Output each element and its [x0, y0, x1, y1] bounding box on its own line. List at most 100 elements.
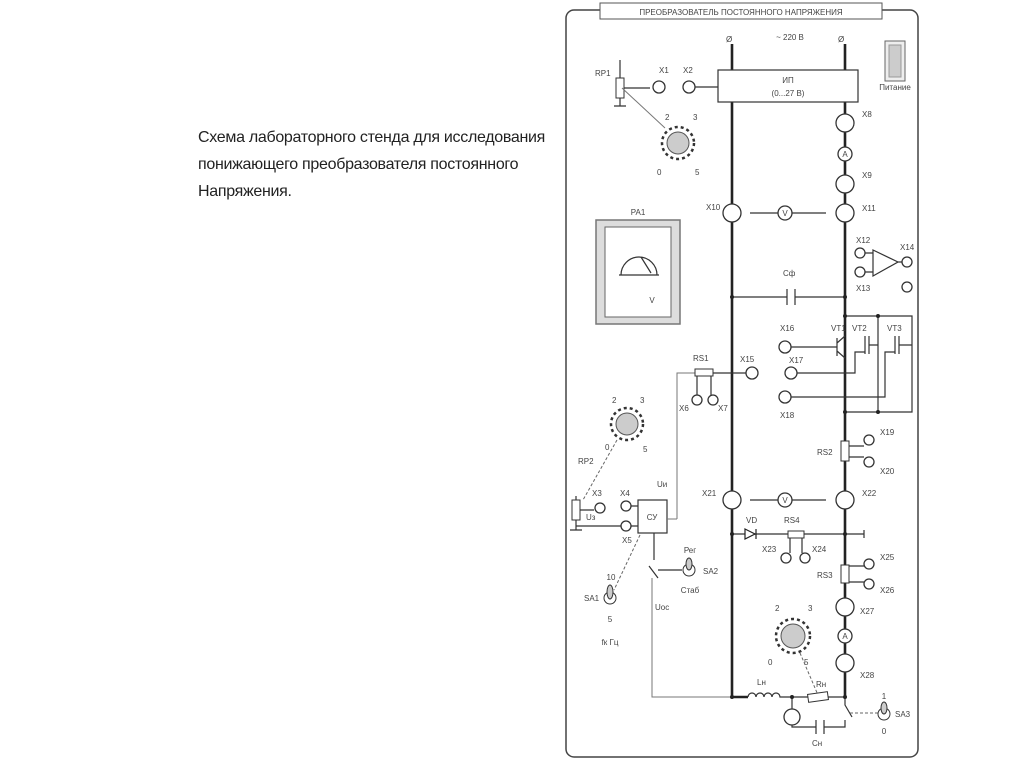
junction	[843, 410, 847, 414]
x2-label: X2	[683, 66, 693, 75]
junction	[843, 532, 847, 536]
jack-x3[interactable]	[594, 502, 606, 514]
knob-scale-label: 5	[643, 445, 648, 454]
terminal-icon: Ø	[838, 35, 844, 44]
capacitor-cf	[732, 289, 845, 305]
jack-x21[interactable]	[722, 490, 742, 510]
knob-scale-label: 0	[657, 168, 662, 177]
x4-label: X4	[620, 489, 630, 498]
panel-frame	[565, 9, 919, 758]
jack-x13[interactable]	[901, 281, 913, 293]
knob-scale-label: 0	[605, 443, 610, 452]
junction	[730, 695, 734, 699]
vd-label: VD	[746, 516, 757, 525]
jack-x9[interactable]	[835, 174, 855, 194]
x8-label: X8	[862, 110, 872, 119]
toggle-sa3[interactable]	[877, 701, 891, 721]
x10-label: X10	[706, 203, 721, 212]
knob-link	[799, 652, 819, 696]
jack-x20[interactable]	[863, 456, 875, 468]
capacitor-cn	[815, 720, 825, 734]
knob-rp2[interactable]	[609, 406, 645, 442]
jack-x25[interactable]	[863, 558, 875, 570]
junction	[876, 410, 880, 414]
jack-x4[interactable]	[620, 500, 632, 512]
psu-range: (0...27 В)	[772, 89, 805, 98]
ui-label: Uи	[657, 480, 667, 489]
toggle-sa1[interactable]	[603, 584, 617, 605]
power-switch-rocker	[888, 44, 902, 78]
jack-x2[interactable]	[682, 80, 696, 94]
load-jack[interactable]	[783, 708, 801, 726]
caption-line: Схема лабораторного стенда для исследова…	[198, 129, 546, 146]
x3-label: X3	[592, 489, 602, 498]
knob-rp1[interactable]	[660, 125, 696, 161]
jack-x26[interactable]	[863, 578, 875, 590]
sa3-bottom-label: 0	[882, 727, 887, 736]
jack-x19[interactable]	[863, 434, 875, 446]
pa1-scale	[619, 256, 659, 276]
sa1-link	[613, 534, 641, 591]
psu-name: ИП	[782, 76, 794, 85]
x11-label: X11	[862, 204, 876, 213]
rp2-label: RP2	[578, 457, 594, 466]
jack-x22[interactable]	[835, 490, 855, 510]
knob-scale-label: 2	[612, 396, 617, 405]
jack-x12b[interactable]	[854, 266, 866, 278]
rs1-label: RS1	[693, 354, 709, 363]
sa3-label: SA3	[895, 710, 911, 719]
jack-x17[interactable]	[784, 366, 798, 380]
jack-x18[interactable]	[778, 390, 792, 404]
jack-x6[interactable]	[691, 394, 703, 406]
jack-x14[interactable]	[901, 256, 913, 268]
toggle-sa2[interactable]	[682, 557, 696, 577]
x26-label: X26	[880, 586, 895, 595]
pa1-face	[604, 226, 672, 318]
wire	[789, 538, 803, 553]
jack-x5[interactable]	[620, 520, 632, 532]
jack-x24[interactable]	[799, 552, 811, 564]
knob-rn[interactable]	[774, 617, 812, 655]
knob-scale-label: 0	[768, 658, 773, 667]
vt2-label: VT2	[852, 324, 867, 333]
ammeter-label: A	[842, 150, 848, 159]
rn-resistor	[806, 691, 830, 703]
frequency-label: fк Гц	[602, 638, 619, 647]
wire	[576, 505, 682, 579]
jack-x10[interactable]	[722, 203, 742, 223]
jack-x23[interactable]	[780, 552, 792, 564]
knob-scale-label: 2	[775, 604, 780, 613]
vt1-label: VT1	[831, 324, 846, 333]
wire	[797, 351, 865, 374]
rp1-resistor	[615, 77, 625, 99]
pa1-label: PA1	[631, 208, 646, 217]
knob-scale-label: 5	[695, 168, 700, 177]
jack-x16[interactable]	[778, 340, 792, 354]
knob-scale-label: 3	[693, 113, 698, 122]
jack-x8[interactable]	[835, 113, 855, 133]
rs2-resistor	[840, 440, 850, 462]
caption-line: Напряжения.	[198, 183, 292, 200]
x12-label: X12	[856, 236, 871, 245]
jack-x15[interactable]	[745, 366, 759, 380]
rp1-link	[621, 87, 666, 129]
pa1-needle	[640, 256, 652, 274]
x5-label: X5	[622, 536, 632, 545]
junction	[843, 695, 847, 699]
feedback-wire	[651, 518, 732, 698]
rp1-wires	[614, 60, 650, 107]
x21-label: X21	[702, 489, 717, 498]
jack-x28[interactable]	[835, 653, 855, 673]
power-switch-label: Питание	[879, 83, 911, 92]
jack-x11[interactable]	[835, 203, 855, 223]
load-wiring	[747, 692, 853, 728]
diode-vd	[744, 528, 757, 540]
rs1-resistor	[694, 368, 714, 377]
jack-x7[interactable]	[707, 394, 719, 406]
voltmeter-icon	[777, 205, 793, 221]
jack-x27[interactable]	[835, 597, 855, 617]
knob-scale-label: 5	[804, 658, 809, 667]
jack-x1[interactable]	[652, 80, 666, 94]
jack-x12[interactable]	[854, 247, 866, 259]
x14-label: X14	[900, 243, 915, 252]
